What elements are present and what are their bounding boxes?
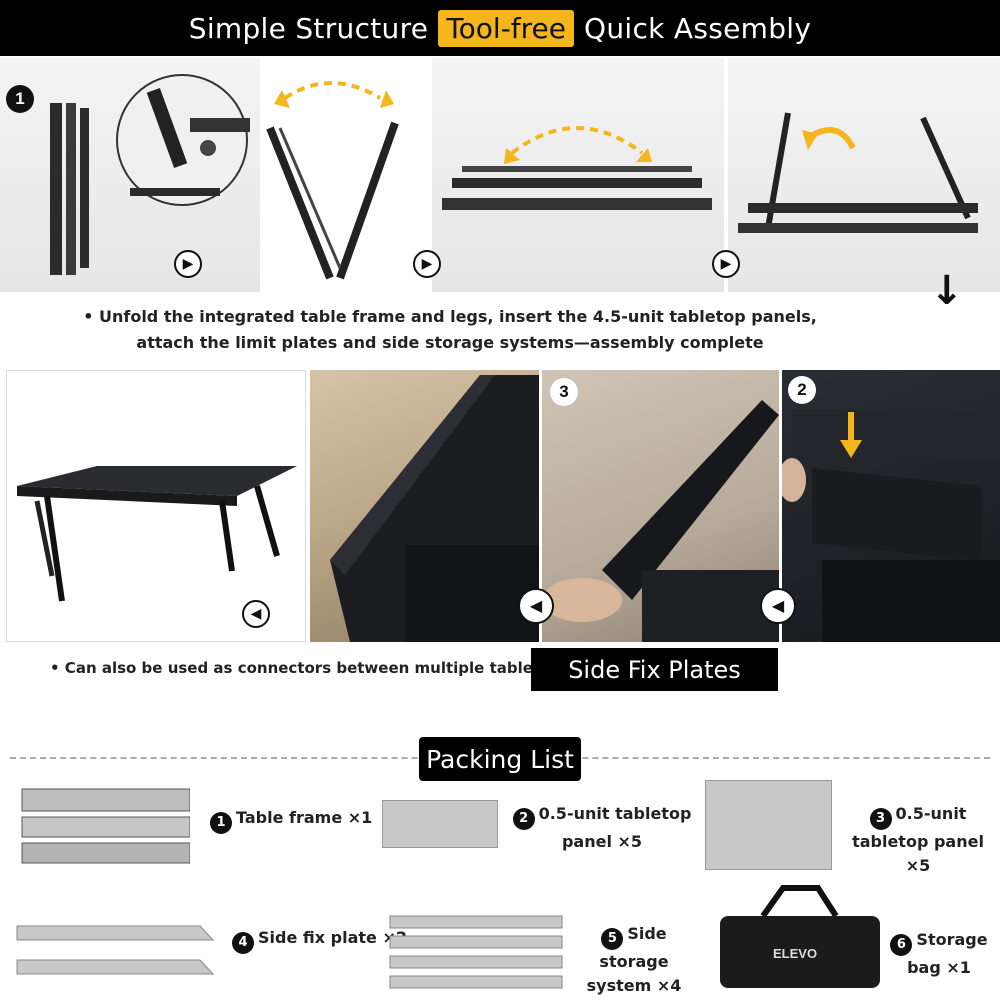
step-3-badge: 3	[550, 378, 578, 406]
assembled-table-illustration	[17, 466, 297, 602]
photo-assembled-table	[6, 370, 306, 642]
item-label-line2: tabletop panel ×5	[852, 832, 984, 875]
tabletop-insert-illustration	[782, 410, 1000, 642]
photo-side-plate-hand	[542, 370, 779, 642]
side-plate-hand-illustration	[542, 400, 779, 642]
header-title-highlight: Tool-free	[438, 9, 575, 47]
item-label: Table frame ×1	[236, 808, 373, 827]
step-1-badge: 1	[6, 85, 34, 113]
item-number: 1	[210, 812, 232, 834]
item-number: 2	[512, 808, 535, 830]
photo-unfolding-legs	[190, 58, 428, 292]
item-label-line2: system ×4	[586, 976, 682, 995]
item-number: 6	[890, 934, 913, 956]
item-number: 4	[232, 932, 254, 954]
packing-list-title: Packing List	[419, 737, 581, 781]
item-label-line2: bag ×1	[907, 958, 971, 977]
table-frame-image	[20, 787, 191, 867]
side-fix-plates-label: Side Fix Plates	[531, 648, 778, 691]
assembly-note-line2: attach the limit plates and side storage…	[136, 333, 764, 352]
storage-bag-image: ELEVO	[718, 882, 882, 990]
side-storage-system-image	[388, 914, 564, 990]
side-fix-plate-image	[15, 918, 215, 984]
prev-arrow-icon: ◀	[518, 588, 554, 624]
item-label: 0.5-unit tabletop	[538, 804, 692, 823]
item-label: Side fix plate ×2	[258, 928, 407, 947]
raising-legs-illustration	[738, 112, 978, 233]
prev-arrow-icon: ◀	[760, 588, 796, 624]
next-arrow-icon: ▶	[174, 250, 202, 278]
side-plate-closeup-illustration	[330, 375, 539, 642]
half-unit-panel-image	[382, 800, 498, 848]
item-number: 3	[869, 808, 892, 830]
item-label: 0.5-unit	[895, 804, 967, 823]
tabletop-panel-image	[705, 780, 832, 870]
folded-frame-illustration	[50, 103, 89, 275]
item-label: Storage	[916, 930, 988, 949]
assembly-note-line1: • Unfold the integrated table frame and …	[83, 307, 817, 326]
next-arrow-icon: ▶	[712, 250, 740, 278]
photo-side-plate-closeup	[310, 370, 539, 642]
down-arrow-icon: ↓	[930, 268, 964, 314]
prev-arrow-icon: ◀	[242, 600, 270, 628]
flat-frame-illustration	[442, 126, 712, 210]
header-title-left: Simple Structure	[188, 11, 429, 45]
connector-note: • Can also be used as connectors between…	[50, 659, 542, 677]
header-banner: Simple Structure Tool-free Quick Assembl…	[0, 0, 1000, 56]
item-label-line2: panel ×5	[561, 832, 643, 851]
photo-flat-frame	[432, 58, 724, 292]
next-arrow-icon: ▶	[413, 250, 441, 278]
step-2-badge: 2	[788, 376, 816, 404]
assembly-note: • Unfold the integrated table frame and …	[60, 304, 840, 356]
photo-raising-legs	[728, 58, 1000, 292]
photo-hinge-closeup	[110, 58, 260, 292]
item-number: 5	[601, 928, 624, 950]
unfolding-legs-illustration	[266, 81, 399, 280]
bag-brand: ELEVO	[773, 946, 818, 961]
item-label: Side storage	[599, 924, 669, 971]
photo-tabletop-insert	[782, 370, 1000, 642]
header-title-right: Quick Assembly	[584, 11, 812, 45]
hinge-closeup-illustration	[116, 74, 250, 206]
